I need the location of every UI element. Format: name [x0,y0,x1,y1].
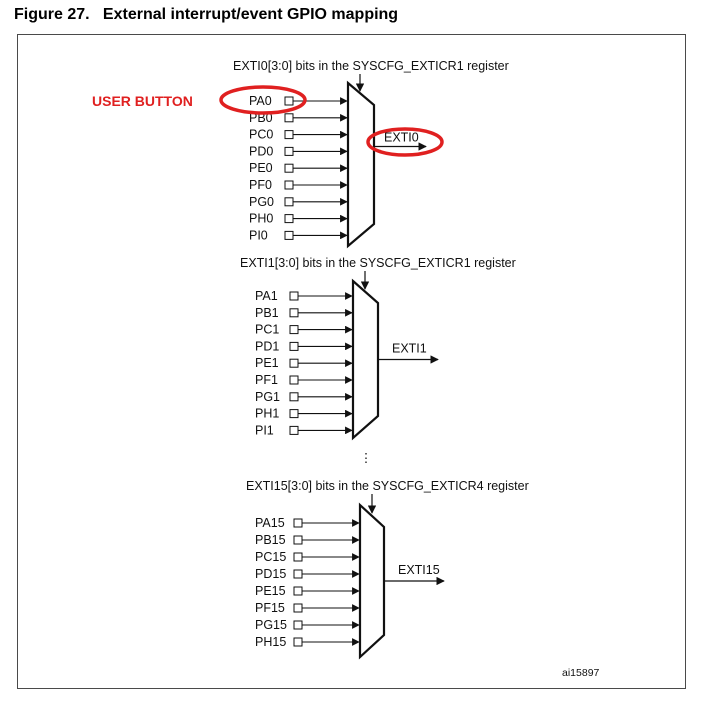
pin-square [293,637,303,647]
pin-label: PI1 [255,423,274,437]
pin-square [289,425,299,435]
gpio-input-pe0: PE0 [249,161,348,175]
pin-label: PC15 [255,550,286,564]
register-label: EXTI15[3:0] bits in the SYSCFG_EXTICR4 r… [246,479,529,493]
gpio-input-pi1: PI1 [255,423,353,437]
pin-label: PC1 [255,323,279,337]
gpio-input-ph1: PH1 [255,407,353,421]
pin-square [289,341,299,351]
gpio-input-ph15: PH15 [255,635,360,649]
figure-title: Figure 27. External interrupt/event GPIO… [14,6,399,23]
pa0-highlight-ellipse [219,85,307,115]
gpio-input-pe15: PE15 [255,584,360,598]
pin-label: PD0 [249,144,273,158]
gpio-input-pa0: PA0 [249,94,348,108]
gpio-input-pa1: PA1 [255,289,353,303]
pin-label: PA1 [255,289,278,303]
pin-label: PG15 [255,618,287,632]
multiplexer-shape [358,502,386,660]
pin-square [289,358,299,368]
pin-square [289,392,299,402]
pin-label: PE15 [255,584,286,598]
figure-frame [17,34,686,689]
pin-square [284,96,294,106]
gpio-input-pc0: PC0 [249,128,348,142]
pin-square [293,518,303,528]
pin-square [284,146,294,156]
pin-label: PG1 [255,390,280,404]
output-label: EXTI1 [392,342,427,356]
pin-label: PE1 [255,356,279,370]
pin-label: PG0 [249,195,274,209]
pin-label: PC0 [249,128,273,142]
pin-square [293,552,303,562]
gpio-input-pd1: PD1 [255,339,353,353]
output-label: EXTI0 [384,131,419,145]
gpio-input-ph0: PH0 [249,212,348,226]
pin-label: PI0 [249,228,268,242]
pin-label: PB1 [255,306,279,320]
pin-label: PF0 [249,178,272,192]
gpio-input-pf0: PF0 [249,178,348,192]
pin-square [293,586,303,596]
mux-group-exti0: EXTI0[3:0] bits in the SYSCFG_EXTICR1 re… [233,59,509,249]
gpio-input-pi0: PI0 [249,228,348,242]
pin-label: PH1 [255,407,279,421]
register-label: EXTI0[3:0] bits in the SYSCFG_EXTICR1 re… [233,59,509,73]
pin-square [293,620,303,630]
gpio-input-pg1: PG1 [255,390,353,404]
pin-label: PB15 [255,533,286,547]
pin-square [284,214,294,224]
pin-label: PD1 [255,339,279,353]
pin-label: PA15 [255,516,285,530]
pin-label: PD15 [255,567,286,581]
ellipsis-dots: ⋮ [360,451,373,465]
pin-label: PF15 [255,601,285,615]
pin-label: PH0 [249,212,273,226]
pin-square [289,409,299,419]
user-button-label: USER BUTTON [92,93,193,109]
pin-square [284,113,294,123]
pin-square [289,325,299,335]
multiplexer-shape [346,80,376,249]
gpio-input-pb15: PB15 [255,533,360,547]
gpio-input-pc15: PC15 [255,550,360,564]
gpio-input-pc1: PC1 [255,323,353,337]
gpio-input-pb1: PB1 [255,306,353,320]
gpio-input-pd15: PD15 [255,567,360,581]
gpio-input-pd0: PD0 [249,144,348,158]
pin-square [284,163,294,173]
pin-label: PA0 [249,94,272,108]
pin-square [293,603,303,613]
pin-label: PH15 [255,635,286,649]
pin-square [284,130,294,140]
output-label: EXTI15 [398,563,440,577]
pin-square [289,375,299,385]
gpio-input-pf1: PF1 [255,373,353,387]
mux-group-exti15: EXTI15[3:0] bits in the SYSCFG_EXTICR4 r… [246,479,529,660]
user-button-annotation: USER BUTTON [92,85,444,157]
gpio-input-pf15: PF15 [255,601,360,615]
pin-square [284,180,294,190]
gpio-input-pe1: PE1 [255,356,353,370]
multiplexer-shape [351,278,380,441]
pin-label: PF1 [255,373,278,387]
gpio-input-pa15: PA15 [255,516,360,530]
pin-square [293,535,303,545]
figure-reference-id: ai15897 [562,667,600,679]
pin-square [284,197,294,207]
gpio-input-pg0: PG0 [249,195,348,209]
pin-square [293,569,303,579]
gpio-input-pg15: PG15 [255,618,360,632]
pin-square [289,291,299,301]
mux-group-exti1: EXTI1[3:0] bits in the SYSCFG_EXTICR1 re… [240,256,516,441]
register-label: EXTI1[3:0] bits in the SYSCFG_EXTICR1 re… [240,256,516,270]
pin-square [289,308,299,318]
pin-square [284,230,294,240]
exti0-highlight-ellipse [366,127,444,157]
pin-label: PE0 [249,161,273,175]
